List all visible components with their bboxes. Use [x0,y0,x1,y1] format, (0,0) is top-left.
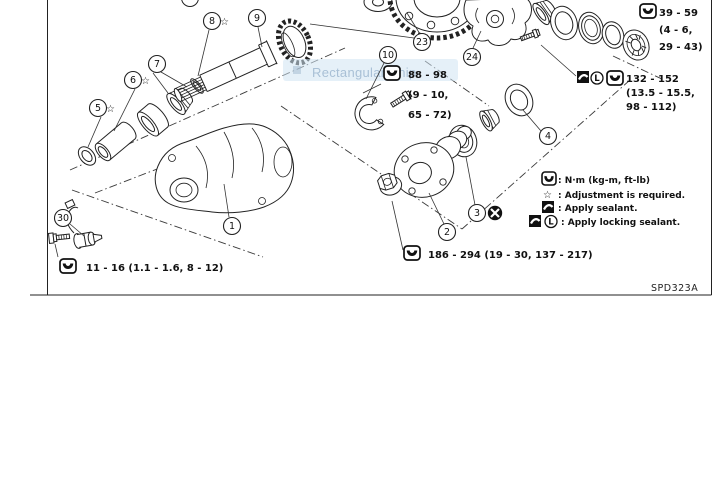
spacer-ring-part [601,21,625,49]
sealant-icon [577,71,589,83]
svg-text:98 - 112): 98 - 112) [626,102,676,113]
differential-case-part [463,0,532,46]
torque-wrench-icon [403,245,421,261]
svg-text:65 - 72): 65 - 72) [408,110,452,121]
non-reusable-icon [487,205,503,221]
bearing-race-part [550,5,578,41]
svg-text:: N·m (kg-m, ft-lb): : N·m (kg-m, ft-lb) [558,176,650,186]
pinion-front-bearing-part [479,109,500,132]
svg-text:4: 4 [545,131,551,142]
sealant-icon [542,201,554,213]
legend: : N·m (kg-m, ft-lb) ☆ : Adjustment is re… [529,171,685,229]
svg-text:1: 1 [229,221,235,232]
svg-text:9: 9 [254,13,260,24]
svg-text:: Adjustment is required.: : Adjustment is required. [558,191,685,201]
svg-text:(4 - 6,: (4 - 6, [659,25,692,36]
gear-carrier-part [154,123,294,214]
torque-spec-39-59: 39 - 59 (4 - 6, 29 - 43) [639,3,703,53]
sealant-icon [529,215,541,227]
rear-bearing-race-part [136,103,169,137]
torque-wrench-icon [606,70,624,86]
callout-24: 24 [462,47,482,67]
callout-8: 8 [202,11,222,31]
torque-wrench-icon [59,258,77,274]
svg-text:6: 6 [130,75,136,86]
locking-sealant-icon: L [590,71,604,85]
svg-text:5: 5 [95,103,101,114]
ring-gear-part [387,0,487,41]
exploded-diagram-area: Rectangular Snip 1 2 [30,0,712,296]
svg-text:(13.5 - 15.5,: (13.5 - 15.5, [626,88,695,99]
svg-text:39 - 59: 39 - 59 [659,8,698,19]
callout-6: 6 [123,70,143,90]
locking-sealant-icon: L [544,214,558,229]
snip-icon [293,66,301,74]
svg-text:7: 7 [154,59,160,70]
torque-spec-186-294: 186 - 294 (19 - 30, 137 - 217) [403,245,593,261]
torque-specs: 39 - 59 (4 - 6, 29 - 43) L 132 - 152 [59,3,703,274]
torque-spec-88-98: 88 - 98 (9 - 10, 65 - 72) [383,65,452,121]
torque-spec-132-152: L 132 - 152 (13.5 - 15.5, 98 - 112) [577,70,695,113]
legend-locking-sealant: L : Apply locking sealant. [529,214,680,229]
svg-text:L: L [594,74,600,84]
star-icon: ☆ [106,104,115,115]
callout-2: 2 [437,222,457,242]
callout-4: 4 [538,126,558,146]
svg-text:186 - 294 (19 - 30, 137 - 217): 186 - 294 (19 - 30, 137 - 217) [428,250,593,261]
svg-text:29 - 43): 29 - 43) [659,42,703,53]
cut-callout-circle [181,0,199,7]
side-oil-seal-part [578,11,604,45]
figure-code: SPD323A [651,283,698,294]
watermark-text: Rectangular Snip [312,65,417,80]
svg-text:24: 24 [466,52,478,63]
legend-adjustment: ☆ : Adjustment is required. [543,190,685,201]
svg-text:88 - 98: 88 - 98 [408,70,447,81]
torque-wrench-icon [383,65,401,81]
callout-7: 7 [147,54,167,74]
callout-30: 30 [53,208,73,228]
exploded-diagram: Rectangular Snip 1 2 [30,0,712,296]
svg-text:3: 3 [474,208,480,219]
side-bearing-part [532,0,557,26]
svg-text:10: 10 [382,50,394,61]
svg-text:2: 2 [444,227,450,238]
callouts: 1 2 3 4 5 6 7 8 9 10 23 24 30 ☆ ☆ ☆ [53,8,558,242]
side-bearing-2-part [622,29,650,61]
front-bearing-race-part [504,83,534,117]
callout-3: 3 [467,203,487,223]
adjusting-washer-part [77,146,97,166]
svg-text:L: L [548,218,554,228]
callout-23: 23 [412,32,432,52]
torque-spec-11-16: 11 - 16 (1.1 - 1.6, 8 - 12) [59,258,223,274]
torque-wrench-icon [541,171,557,186]
pinion-nut-part [376,172,403,196]
svg-text:11 - 16 (1.1 - 1.6, 8 - 12): 11 - 16 (1.1 - 1.6, 8 - 12) [86,263,223,274]
star-icon: ☆ [543,190,552,201]
star-icon: ☆ [220,17,229,28]
bearing-cap-bolt-part [389,90,413,108]
abs-sensor-part [47,198,103,249]
callout-10: 10 [378,45,398,65]
bearing-cap-part [354,96,385,131]
parts-list: 1Gear carrier2Companion flange3Front oil… [0,300,726,498]
star-icon: ☆ [141,76,150,87]
svg-text:: Apply locking sealant.: : Apply locking sealant. [561,218,680,228]
svg-text:8: 8 [209,16,215,27]
svg-text:30: 30 [57,213,69,224]
companion-flange-part [393,125,472,198]
legend-torque: : N·m (kg-m, ft-lb) [541,171,650,186]
legend-sealant: : Apply sealant. [542,201,638,214]
leader-lines [54,12,577,258]
case-bolt-part [519,28,541,42]
callout-9: 9 [247,8,267,28]
torque-wrench-icon [639,3,657,19]
figure-frame [30,0,712,296]
svg-text:132 - 152: 132 - 152 [626,74,679,85]
svg-text:: Apply sealant.: : Apply sealant. [558,204,638,214]
svg-text:23: 23 [416,37,428,48]
callout-5: 5 [88,98,108,118]
svg-text:(9 - 10,: (9 - 10, [408,90,448,101]
bearing-spacer-part [94,121,137,162]
callout-1: 1 [222,216,242,236]
